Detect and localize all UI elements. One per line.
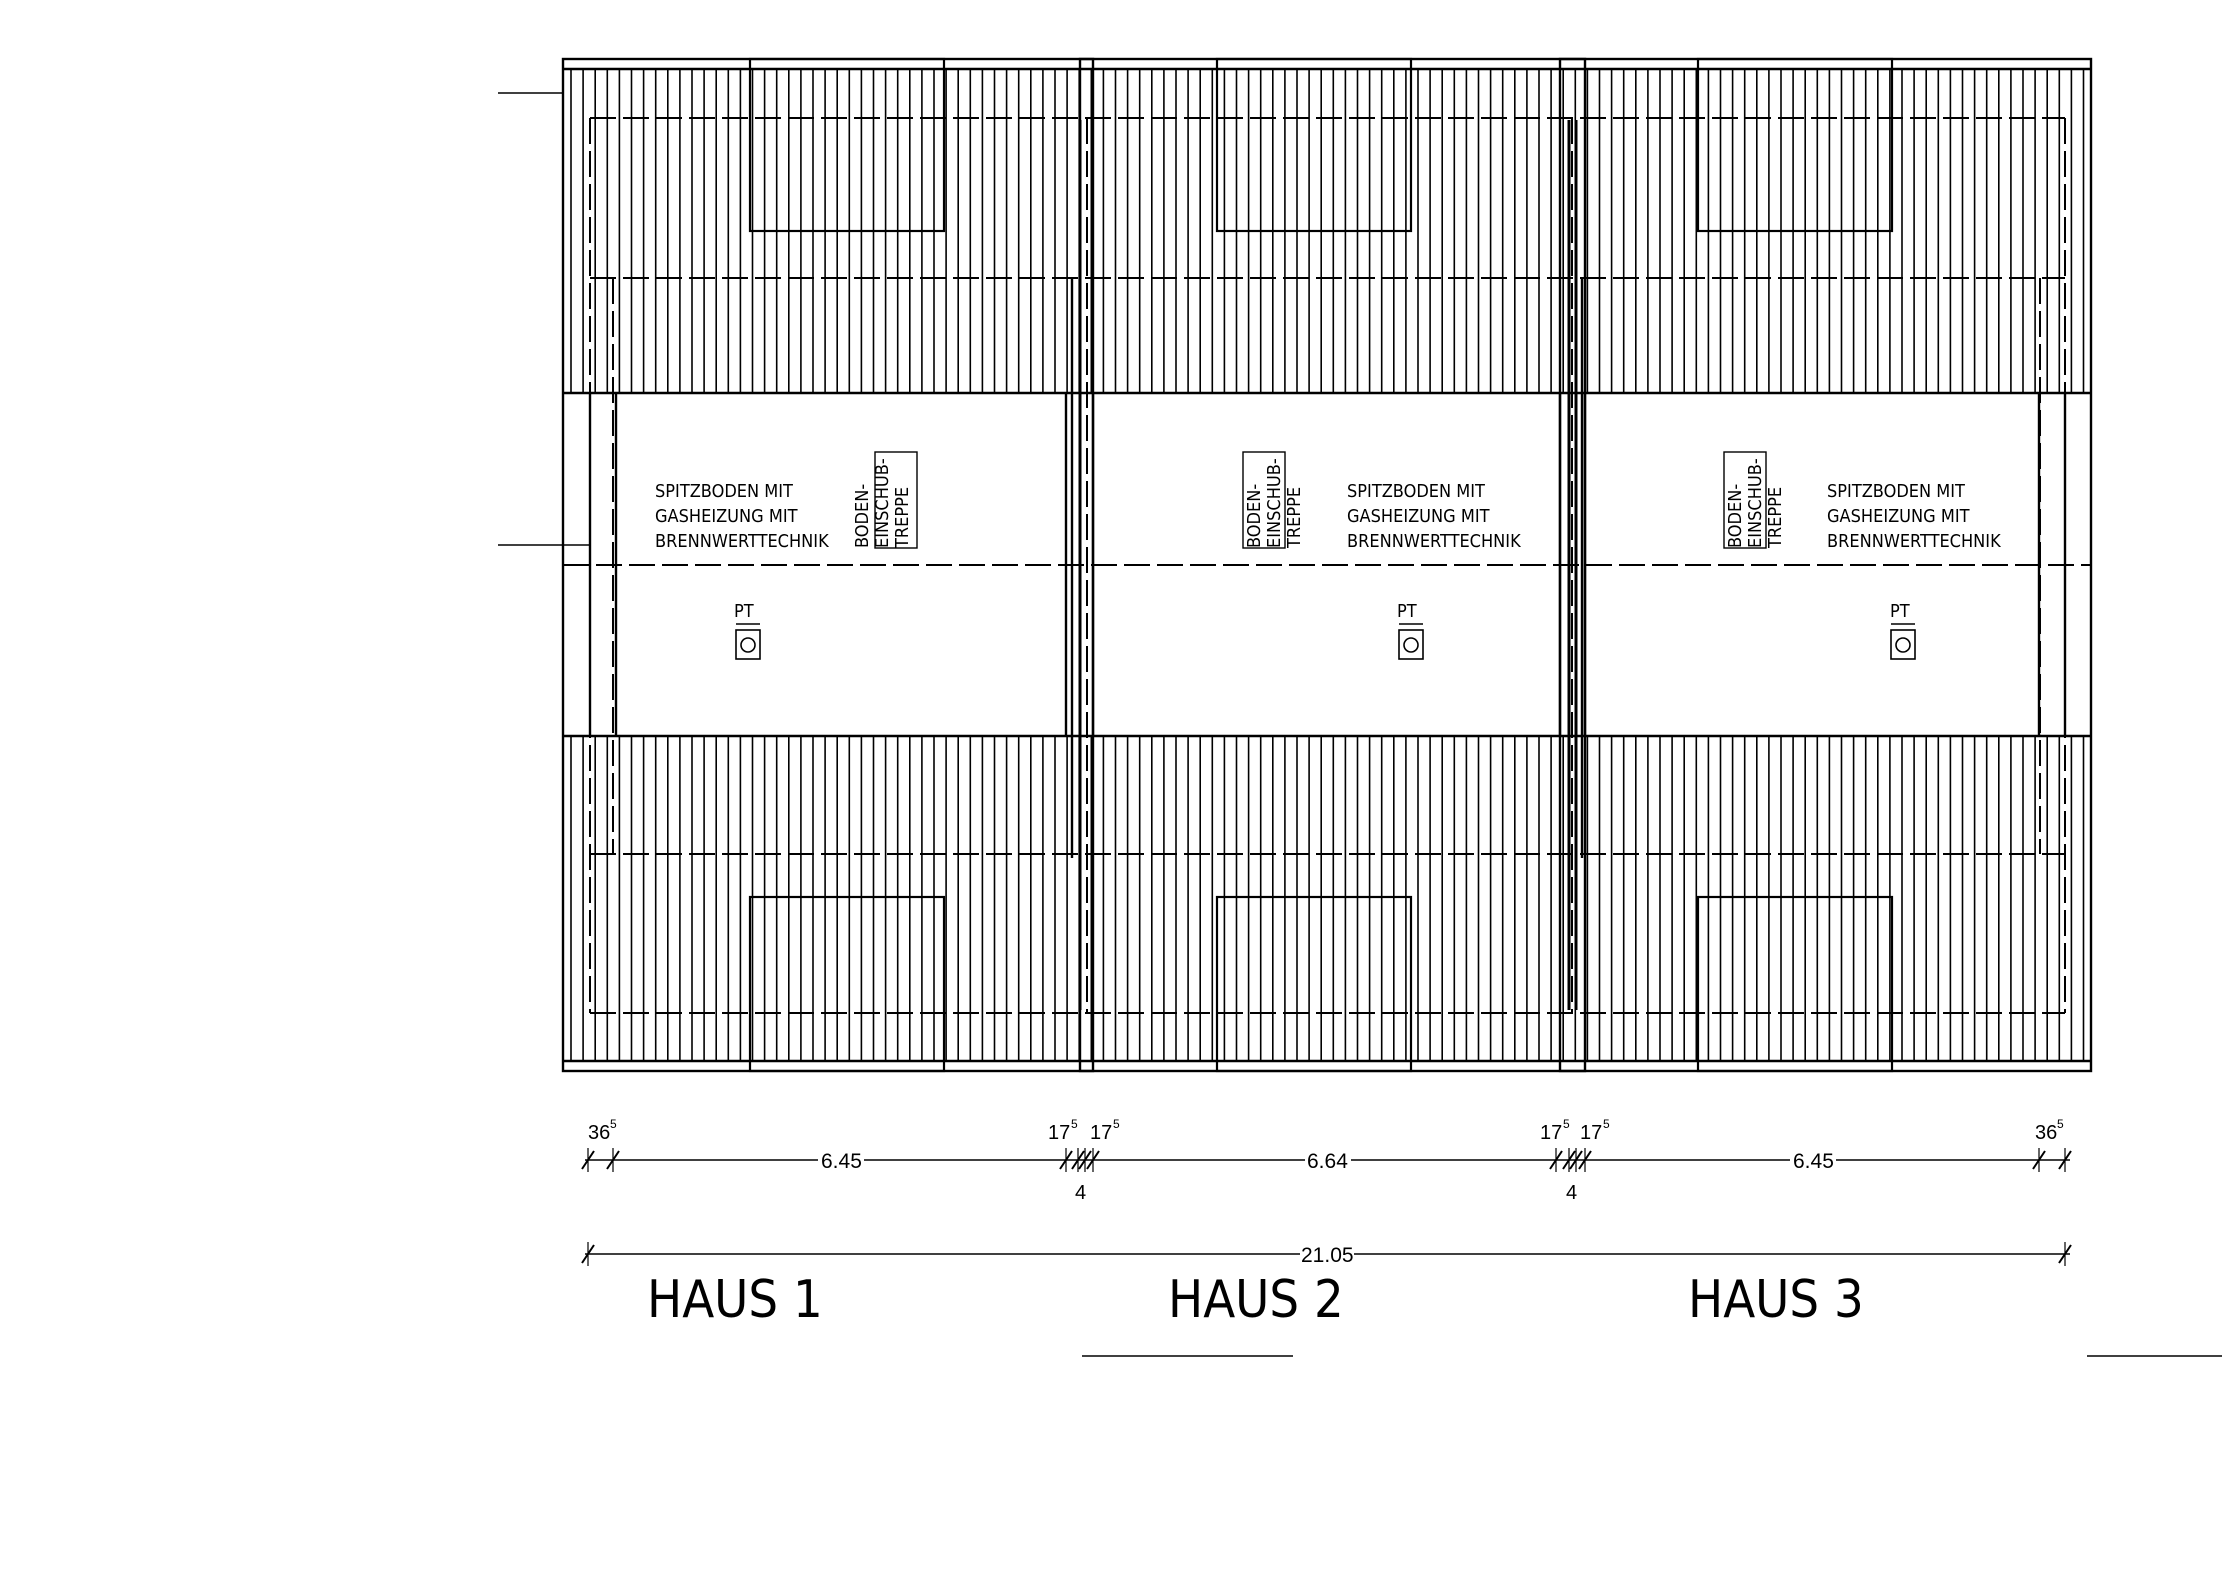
house-1-attic-note-line-1: SPITZBODEN MIT xyxy=(655,481,793,502)
house-3-attic-note-line-2: GASHEIZUNG MIT xyxy=(1827,506,1970,527)
dim-sup: 5 xyxy=(1563,1117,1570,1131)
dim-segment-9: 17 5 xyxy=(1580,1117,1610,1144)
house-3-attic-note-line-1: SPITZBODEN MIT xyxy=(1827,481,1965,502)
house-1-name: HAUS 1 xyxy=(647,1270,823,1330)
dim-value: 6.45 xyxy=(821,1150,862,1173)
house-3-stair-note-line-1: BODEN- xyxy=(1725,484,1746,548)
house-1-attic-note-line-3: BRENNWERTTECHNIK xyxy=(655,531,829,552)
house-2-attic-note-line-3: BRENNWERTTECHNIK xyxy=(1347,531,1521,552)
dimension-chain: 36 5 6.45 17 5 4 17 5 6.64 17 5 4 xyxy=(581,1117,2072,1204)
house-2-attic-hatch xyxy=(1242,451,1286,549)
house-3-name: HAUS 3 xyxy=(1688,1270,1864,1330)
house-2-stair-note-line-2: EINSCHUB- xyxy=(1264,458,1285,548)
house-3-stair-note-line-2: EINSCHUB- xyxy=(1745,458,1766,548)
dim-segment-10: 6.45 xyxy=(1790,1150,1836,1173)
house-2-annotations: BODEN- EINSCHUB- TREPPE SPITZBODEN MIT G… xyxy=(1168,451,1521,1330)
hidden-lines xyxy=(562,117,2092,1014)
dim-segment-2: 6.45 xyxy=(818,1150,864,1173)
house-3-pt-label: PT xyxy=(1890,601,1910,622)
dim-segment-3: 17 5 xyxy=(1048,1117,1078,1144)
dim-value: 17 xyxy=(1090,1122,1112,1144)
house-3-stair-note-line-3: TREPPE xyxy=(1765,487,1786,549)
house-1-stair-note-line-1: BODEN- xyxy=(852,484,873,548)
house-1-stair-note-line-2: EINSCHUB- xyxy=(872,458,893,548)
house-1-stair-note-line-3: TREPPE xyxy=(892,487,913,549)
dimension-ticks xyxy=(581,1148,2072,1172)
house-3-attic-note-line-3: BRENNWERTTECHNIK xyxy=(1827,531,2001,552)
total-dimension-ticks xyxy=(581,1242,2072,1266)
house-3-annotations: BODEN- EINSCHUB- TREPPE SPITZBODEN MIT G… xyxy=(1688,451,2001,1330)
house-1-attic-hatch xyxy=(874,451,918,549)
dim-value: 17 xyxy=(1540,1122,1562,1144)
house-2-attic-note-line-2: GASHEIZUNG MIT xyxy=(1347,506,1490,527)
dim-sup: 5 xyxy=(1071,1117,1078,1131)
dim-value: 6.64 xyxy=(1307,1150,1348,1173)
dim-value: 36 xyxy=(588,1122,610,1144)
dim-sup: 5 xyxy=(610,1117,617,1131)
dim-value: 17 xyxy=(1048,1122,1070,1144)
dim-sup: 5 xyxy=(1113,1117,1120,1131)
house-1-annotations: SPITZBODEN MIT GASHEIZUNG MIT BRENNWERTT… xyxy=(647,451,918,1330)
house-3-attic-hatch xyxy=(1723,451,1767,549)
house-2-stair-note-line-1: BODEN- xyxy=(1244,484,1265,548)
total-dimension-value: 21.05 xyxy=(1301,1244,1354,1267)
dim-value: 36 xyxy=(2035,1122,2057,1144)
house-2-pt-label: PT xyxy=(1397,601,1417,622)
dim-value: 4 xyxy=(1075,1182,1086,1204)
dim-segment-8: 4 xyxy=(1566,1182,1577,1204)
reference-lines xyxy=(498,92,2222,1357)
dim-value: 6.45 xyxy=(1793,1150,1834,1173)
house-1-pt-label: PT xyxy=(734,601,754,622)
house-1-attic-note-line-2: GASHEIZUNG MIT xyxy=(655,506,798,527)
dormer-outlines xyxy=(748,57,1894,1073)
dimension-total: 21.05 xyxy=(581,1242,2072,1267)
dim-segment-4: 4 xyxy=(1075,1182,1086,1204)
house-2-stair-note-line-3: TREPPE xyxy=(1284,487,1305,549)
dim-segment-11: 36 5 xyxy=(2035,1117,2064,1144)
house-2-pt-symbol-icon xyxy=(1398,623,1424,660)
house-2-stair-note: BODEN- EINSCHUB- TREPPE xyxy=(1244,458,1305,549)
house-1-pt-symbol-icon xyxy=(735,623,761,660)
house-2-name: HAUS 2 xyxy=(1168,1270,1344,1330)
dim-sup: 5 xyxy=(2057,1117,2064,1131)
dim-sup: 5 xyxy=(1603,1117,1610,1131)
house-2-attic-note-line-1: SPITZBODEN MIT xyxy=(1347,481,1485,502)
dim-segment-7: 17 5 xyxy=(1540,1117,1570,1144)
house-1-stair-note: BODEN- EINSCHUB- TREPPE xyxy=(852,458,913,549)
roof-hatching xyxy=(570,69,2085,1061)
dim-value: 17 xyxy=(1580,1122,1602,1144)
house-3-pt-symbol-icon xyxy=(1890,623,1916,660)
dim-segment-6: 6.64 xyxy=(1305,1150,1351,1173)
house-3-stair-note: BODEN- EINSCHUB- TREPPE xyxy=(1725,458,1786,549)
dim-value: 4 xyxy=(1566,1182,1577,1204)
dim-segment-5: 17 5 xyxy=(1090,1117,1120,1144)
dim-segment-1: 36 5 xyxy=(588,1117,617,1144)
